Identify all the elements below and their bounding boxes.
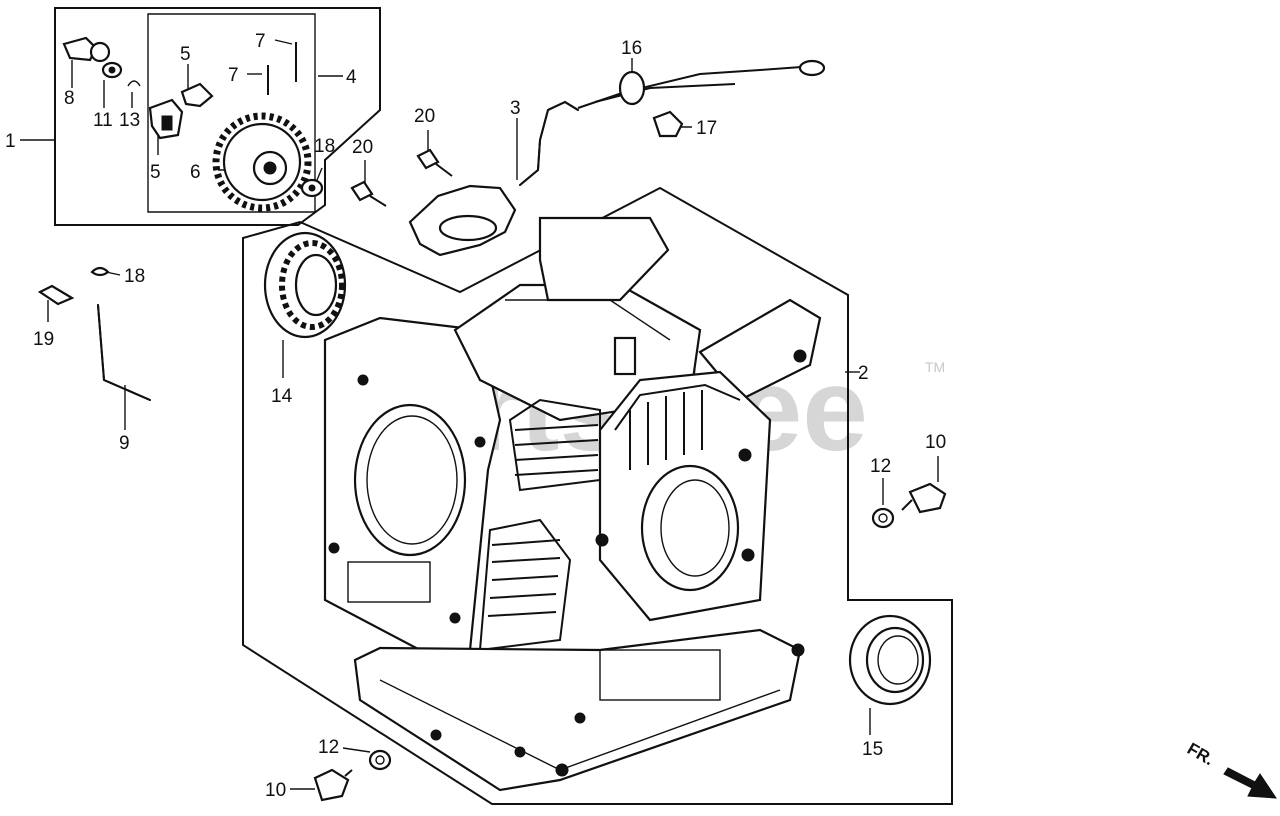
callout-9: 9	[119, 433, 130, 454]
part-20-bolt-a	[416, 148, 440, 170]
callout-14: 14	[271, 386, 293, 407]
part-20-bolt-b	[350, 180, 374, 202]
part-8-washer	[89, 41, 111, 63]
watermark-trademark: TM	[925, 359, 945, 375]
callout-15: 15	[862, 739, 883, 760]
callout-1: 1	[5, 131, 16, 152]
part-14-bearing	[263, 231, 347, 339]
callout-20a: 20	[352, 137, 373, 158]
callout-19: 19	[33, 329, 54, 350]
callout-17: 17	[696, 118, 717, 139]
part-10-bolt-a	[908, 482, 947, 514]
mount-bracket-top	[538, 216, 670, 302]
oil-pump-assembly-box	[54, 7, 381, 226]
oil-level-switch	[350, 59, 826, 257]
part-6-gear	[212, 112, 312, 212]
drain-parts-bottom	[313, 749, 392, 802]
callout-16: 16	[621, 38, 642, 59]
front-label: FR.	[1184, 739, 1217, 769]
front-arrow-icon	[1223, 767, 1277, 799]
part-17-nut	[652, 110, 684, 138]
part-9-tube	[97, 304, 151, 401]
callout-12b: 12	[318, 737, 339, 758]
callout-3: 3	[510, 98, 521, 119]
callout-18b: 18	[124, 266, 145, 287]
crankcase-body	[323, 216, 822, 792]
callout-7b: 7	[228, 65, 239, 86]
callout-4: 4	[346, 67, 357, 88]
crank-journal	[640, 464, 740, 592]
front-direction-indicator: FR.	[1184, 739, 1277, 799]
callout-18a: 18	[314, 136, 335, 157]
callout-13: 13	[119, 110, 140, 131]
pump-subassembly-box	[147, 13, 316, 213]
part-10-bolt-b	[313, 768, 350, 802]
callout-5a: 5	[180, 44, 191, 65]
part-18-washer-b	[90, 266, 110, 277]
crankcase-base	[353, 628, 802, 792]
callout-10a: 10	[925, 432, 946, 453]
callout-7a: 7	[255, 31, 266, 52]
callout-5b: 5	[150, 162, 161, 183]
part-13-clip	[127, 80, 141, 87]
callout-2: 2	[858, 363, 869, 384]
callout-11: 11	[93, 110, 113, 131]
drain-parts-right	[871, 482, 947, 529]
part-12-washer-b	[368, 749, 392, 771]
callout-12a: 12	[870, 456, 891, 477]
callout-6: 6	[190, 162, 201, 183]
part-19-clamp	[37, 284, 75, 306]
crankcase-assembly-box	[242, 186, 953, 805]
part-12-washer-a	[871, 507, 895, 529]
part-16-wire	[577, 65, 816, 109]
part-5-cover	[180, 82, 214, 108]
callout-labels: 1 2 3 4 5 5 6 7 7 8 9 10 10 11 12 12 13 …	[5, 31, 946, 801]
cylinder-bore	[353, 403, 467, 557]
callout-20b: 20	[414, 106, 435, 127]
part-15-oil-seal	[848, 614, 932, 706]
part-16-grommet	[618, 70, 646, 106]
callout-8: 8	[64, 88, 75, 109]
callout-10b: 10	[265, 780, 286, 801]
breather-parts	[37, 266, 151, 401]
oil-pump-parts	[62, 36, 324, 212]
